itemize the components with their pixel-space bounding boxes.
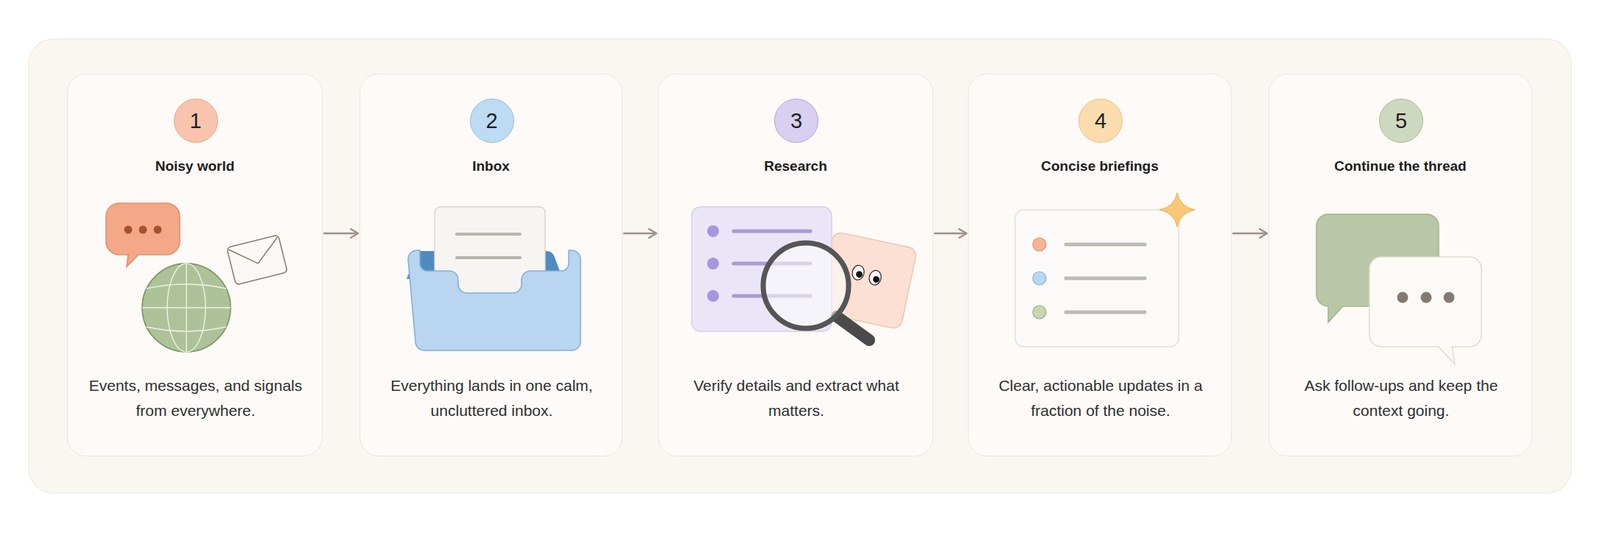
step-number: 1 (189, 110, 202, 132)
step-description: Verify details and extract what matters. (689, 373, 904, 424)
step-number-circle: 5 (1379, 98, 1424, 143)
step-title: Concise briefings (968, 158, 1231, 176)
research-illustration (691, 206, 918, 341)
step-number: 3 (790, 110, 803, 132)
step-card: Noisy worldEvents, messages, and signals… (67, 73, 323, 457)
step-description: Clear, actionable updates in a fraction … (993, 373, 1208, 424)
step-card: Continue the threadAsk follow-ups and ke… (1268, 73, 1533, 457)
step-title: Research (658, 158, 933, 176)
step-description: Everything lands in one calm, uncluttere… (385, 373, 599, 424)
step-description: Events, messages, and signals from every… (89, 373, 303, 424)
step-number: 5 (1395, 110, 1407, 132)
step-title: Continue the thread (1269, 158, 1532, 176)
inbox-illustration (406, 206, 581, 351)
step-card: ResearchVerify details and extract what … (657, 73, 934, 457)
noisy-world-illustration (106, 203, 288, 353)
card-fill (1268, 73, 1533, 457)
card-fill (657, 73, 934, 457)
flow-arrow (623, 232, 657, 235)
step-card: InboxEverything lands in one calm, unclu… (359, 73, 623, 457)
step-number: 2 (485, 110, 498, 132)
outer-panel (28, 39, 1572, 494)
step-title: Noisy world (67, 158, 322, 176)
step-number-circle: 3 (774, 98, 819, 143)
card-fill (67, 73, 323, 457)
thread-illustration (1316, 214, 1482, 365)
card-fill (967, 73, 1232, 457)
step-number-circle: 1 (173, 98, 219, 143)
step-number: 4 (1094, 110, 1107, 132)
step-card: Concise briefingsClear, actionable updat… (967, 73, 1232, 457)
card-fill (359, 73, 623, 457)
briefing-illustration (1015, 193, 1195, 347)
flow-arrow (324, 232, 359, 235)
step-number-circle: 4 (1078, 98, 1123, 143)
step-title: Inbox (360, 158, 622, 176)
step-number-circle: 2 (469, 98, 515, 143)
flow-arrow (934, 232, 967, 235)
step-description: Ask follow-ups and keep the context goin… (1294, 373, 1508, 424)
flow-arrow (1233, 232, 1268, 235)
